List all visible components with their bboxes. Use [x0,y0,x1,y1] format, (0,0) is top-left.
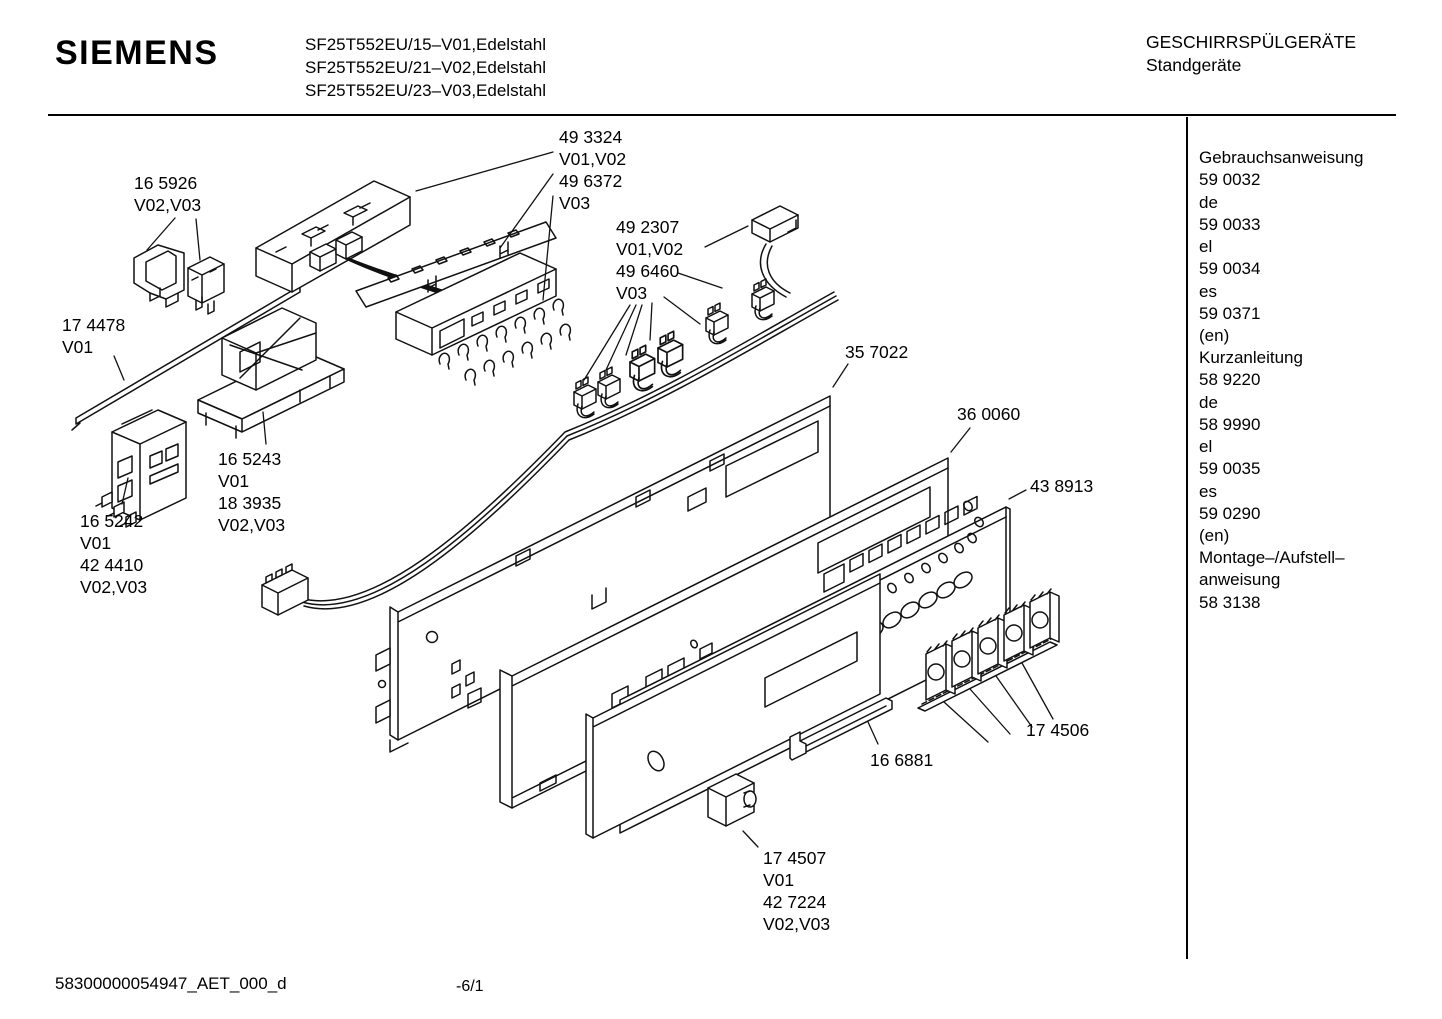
bracket-16-5926-drawing [133,244,225,315]
text-line: 16 6881 [870,750,934,770]
part-label-35-7022: 35 7022 [845,341,908,363]
text-line: V03 [616,283,648,303]
text-line: (en) [1199,526,1230,546]
text-line: (en) [1199,326,1230,346]
harness-49-2307-drawing [261,205,839,616]
text-line: V01,V02 [616,239,684,259]
text-line: 36 0060 [957,404,1021,424]
document-id: 58300000054947_AET_000_d [55,974,287,993]
text-line: de [1199,392,1218,412]
leader-lines [113,151,1054,848]
text-line: 49 2307 [616,217,680,237]
header-rule [48,114,1396,116]
text-line: V03 [559,193,591,213]
category-title: GESCHIRRSPÜLGERÄTE [1146,32,1357,52]
text-line: anweisung [1199,570,1281,590]
switch-16-5242-drawing [95,409,187,528]
text-line: 16 5243 [218,449,282,469]
text-line: V02,V03 [134,195,202,215]
text-line: V02,V03 [218,515,286,535]
text-line: 17 4507 [763,848,827,868]
text-line: V02,V03 [763,914,831,934]
sidebar-section-title: Gebrauchsanweisung [1199,148,1364,167]
text-line: 59 0032 [1199,170,1261,190]
text-line: es [1199,481,1217,501]
control-unit-49-3324-drawing [255,180,572,386]
text-line: 59 0371 [1199,304,1261,324]
text-line: 59 0034 [1199,259,1261,279]
text-line: 16 5926 [134,173,198,193]
module-16-5243-drawing [197,307,345,439]
button-bank-17-4506-drawing [917,588,1060,712]
siemens-logo: SIEMENS [55,34,219,72]
text-line: V01,V02 [559,149,627,169]
knob-17-4507-drawing [707,773,757,827]
text-line: 17 4506 [1026,720,1090,740]
text-line: SF25T552EU/23–V03,Edelstahl [305,81,546,100]
text-line: 42 7224 [763,892,827,912]
text-line: el [1199,437,1213,457]
text-line: 59 0290 [1199,504,1261,524]
text-line: 49 6372 [559,171,623,191]
text-line: 43 8913 [1030,476,1094,496]
text-line: 18 3935 [218,493,282,513]
part-label-43-8913: 43 8913 [1030,475,1093,497]
text-line: 59 0035 [1199,459,1261,479]
text-line: 49 6460 [616,261,680,281]
text-line: de [1199,192,1218,212]
push-buttons [925,588,1060,701]
text-line: V01 [763,870,795,890]
trim-strip-16-6881-drawing [789,697,893,761]
text-line: 58 9990 [1199,414,1261,434]
page-number: -6/1 [456,978,484,995]
front-panel-drawing [585,573,881,839]
category-block: GESCHIRRSPÜLGERÄTE Standgeräte [1146,31,1356,77]
part-label-36-0060: 36 0060 [957,403,1020,425]
text-line: 49 3324 [559,127,623,147]
sidebar-section-title: Kurzanleitung [1199,348,1303,367]
text-line: SF25T552EU/15–V01,Edelstahl [305,35,546,54]
text-line: V01 [80,533,112,553]
part-label-17-4506: 17 4506 [1026,719,1089,741]
text-line: es [1199,281,1217,301]
text-line: 58 3138 [1199,592,1261,612]
text-line: SF25T552EU/21–V02,Edelstahl [305,58,546,77]
text-line: 16 5242 [80,511,144,531]
text-line: V01 [62,337,94,357]
category-subtitle: Standgeräte [1146,55,1242,75]
inner-panel-35-7022-drawing [375,395,831,753]
part-label-16-6881: 16 6881 [870,749,933,771]
text-line: 17 4478 [62,315,126,335]
text-line: el [1199,237,1213,257]
sidebar-section-title: Montage–/Aufstell– [1199,548,1345,567]
text-line: 35 7022 [845,342,909,362]
text-line: 59 0033 [1199,214,1261,234]
text-line: V02,V03 [80,577,148,597]
text-line: 58 9220 [1199,370,1261,390]
rod-17-4478-drawing [71,285,301,431]
text-line: 42 4410 [80,555,144,575]
sidebar-divider [1186,117,1188,959]
text-line: V01 [218,471,250,491]
